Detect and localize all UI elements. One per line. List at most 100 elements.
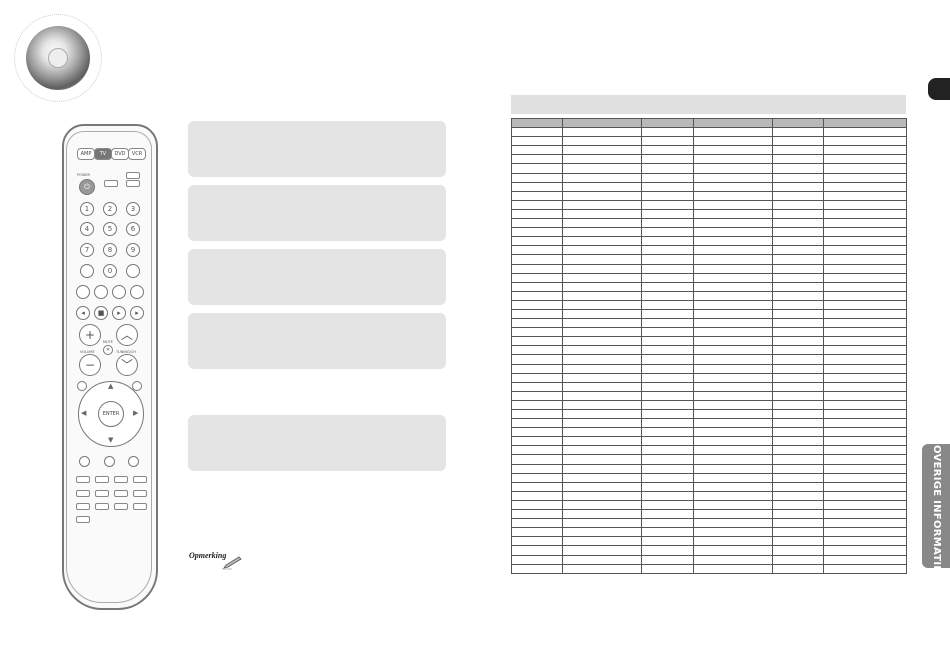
play-pause-button[interactable]: ▸ [112, 306, 126, 320]
info-button[interactable] [79, 456, 90, 467]
remote-button-b[interactable] [94, 285, 108, 299]
table-cell [562, 527, 643, 538]
table-row [510, 318, 907, 329]
key-2[interactable]: 2 [103, 202, 117, 216]
key-7[interactable]: 7 [80, 243, 94, 257]
table-cell [510, 117, 564, 129]
table-cell [771, 263, 825, 274]
table-cell [692, 336, 773, 347]
func-button-11[interactable] [114, 503, 128, 510]
input-button[interactable] [126, 264, 140, 278]
table-cell [771, 190, 825, 201]
table-cell [562, 199, 643, 210]
table-cell [771, 163, 825, 174]
table-cell [641, 136, 694, 147]
stop-button[interactable]: ■ [94, 306, 108, 320]
remote-button-d[interactable] [130, 285, 144, 299]
table-cell [771, 490, 825, 501]
table-cell [510, 227, 564, 238]
channel-up-button[interactable]: ︿ [116, 324, 138, 346]
key-4[interactable]: 4 [80, 222, 94, 236]
mode-button-tv[interactable]: TV [94, 148, 112, 160]
mode-button-vcr[interactable]: VCR [128, 148, 146, 160]
nav-down-arrow[interactable]: ▼ [108, 436, 114, 444]
table-cell [510, 263, 564, 274]
table-cell [823, 354, 907, 365]
table-cell [510, 372, 564, 383]
table-cell [510, 254, 564, 265]
func-button-3[interactable] [114, 476, 128, 483]
nav-right-arrow[interactable]: ▶ [133, 409, 139, 417]
sound-mode-button[interactable] [132, 381, 142, 391]
skip-forward-button[interactable]: ▸ [130, 306, 144, 320]
table-cell [823, 163, 907, 174]
skip-back-button[interactable]: ◂ [76, 306, 90, 320]
table-cell [771, 408, 825, 420]
table-row [510, 163, 907, 174]
table-cell [692, 290, 773, 301]
table-cell [510, 281, 564, 292]
power-button[interactable]: ⏻ [79, 179, 95, 195]
key-3[interactable]: 3 [126, 202, 140, 216]
return-button[interactable] [77, 381, 87, 391]
mode-button-dvd[interactable]: DVD [111, 148, 129, 160]
function-button[interactable] [126, 180, 140, 187]
table-cell [823, 381, 907, 392]
table-cell [562, 481, 643, 492]
key-9[interactable]: 9 [126, 243, 140, 257]
table-cell [562, 518, 643, 529]
volume-down-button[interactable]: − [79, 354, 101, 376]
table-row [510, 499, 907, 511]
table-cell [641, 454, 694, 465]
sleep-button[interactable] [80, 264, 94, 278]
table-cell [510, 127, 564, 138]
tuner-memory-button[interactable] [128, 456, 139, 467]
table-cell [562, 372, 643, 383]
table-cell [562, 172, 643, 183]
table-cell [641, 236, 694, 247]
func-button-13[interactable] [76, 516, 90, 523]
mute-button[interactable]: ✕ [103, 345, 113, 355]
table-cell [641, 154, 694, 165]
remote-button-c[interactable] [112, 285, 126, 299]
key-6[interactable]: 6 [126, 222, 140, 236]
func-button-8[interactable] [133, 490, 147, 497]
disc-decoration [14, 14, 102, 102]
func-button-1[interactable] [76, 476, 90, 483]
func-button-10[interactable] [95, 503, 109, 510]
nav-left-arrow[interactable]: ◀ [81, 409, 87, 417]
exit-button[interactable] [104, 456, 115, 467]
key-5[interactable]: 5 [103, 222, 117, 236]
func-button-7[interactable] [114, 490, 128, 497]
table-cell [641, 145, 694, 156]
table-cell [510, 354, 564, 365]
table-cell [823, 481, 907, 492]
table-cell [562, 445, 643, 456]
table-cell [562, 136, 643, 147]
func-button-6[interactable] [95, 490, 109, 497]
key-1[interactable]: 1 [80, 202, 94, 216]
dimmer-button[interactable] [104, 180, 118, 187]
channel-down-button[interactable]: ﹀ [116, 354, 138, 376]
table-cell [510, 399, 564, 411]
volume-up-button[interactable]: + [79, 324, 101, 346]
key-0[interactable]: 0 [103, 264, 117, 278]
table-cell [692, 145, 773, 156]
mode-button-amp[interactable]: AMP [77, 148, 95, 160]
func-button-5[interactable] [76, 490, 90, 497]
func-button-4[interactable] [133, 476, 147, 483]
table-cell [771, 527, 825, 538]
table-cell [692, 436, 773, 447]
remote-button-a[interactable] [76, 285, 90, 299]
func-button-12[interactable] [133, 503, 147, 510]
func-button-2[interactable] [95, 476, 109, 483]
func-button-9[interactable] [76, 503, 90, 510]
table-cell [823, 254, 907, 265]
side-tab [922, 444, 950, 568]
nav-up-arrow[interactable]: ▲ [108, 382, 114, 390]
table-cell [771, 545, 825, 556]
table-cell [562, 127, 643, 138]
key-8[interactable]: 8 [103, 243, 117, 257]
enter-button[interactable]: ENTER [98, 401, 124, 427]
open-close-button[interactable] [126, 172, 140, 179]
